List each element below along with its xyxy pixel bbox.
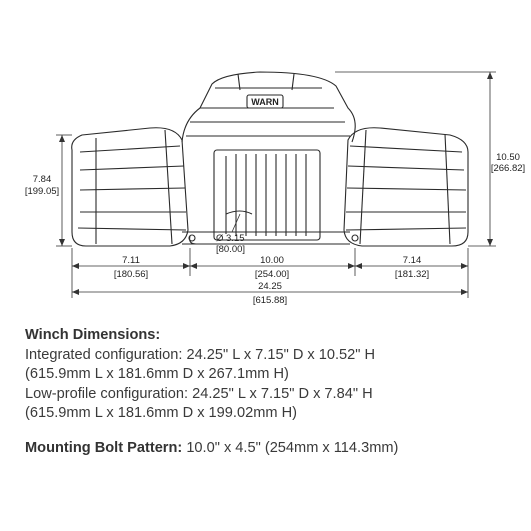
overall-length-in: 24.25: [258, 281, 282, 292]
center-length-in: 10.00: [260, 255, 284, 266]
height-int-in: 10.50: [496, 152, 520, 163]
winch-dimensions-specs: Winch Dimensions: Integrated configurati…: [25, 326, 525, 424]
bolt-pattern-label: Mounting Bolt Pattern:: [25, 440, 183, 456]
spec-line-low-profile-metric: (615.9mm L x 181.6mm D x 199.02mm H): [25, 405, 297, 421]
drum-diameter-in: Ø 3.15: [216, 233, 245, 244]
bolt-pattern-value: 10.0" x 4.5" (254mm x 114.3mm): [182, 440, 399, 456]
control-pack: [181, 71, 356, 143]
left-motor-housing: [71, 127, 189, 247]
height-int-mm: [266.82]: [491, 163, 525, 174]
left-length-in: 7.11: [122, 255, 140, 266]
left-length-mm: [180.56]: [114, 269, 148, 280]
spec-line-integrated: Integrated configuration: 24.25" L x 7.1…: [25, 346, 376, 363]
height-low-mm: [199.05]: [25, 186, 59, 197]
right-gear-housing: [343, 127, 469, 247]
height-low-in: 7.84: [33, 174, 52, 185]
center-length-mm: [254.00]: [255, 269, 289, 280]
spec-line-integrated-metric: (615.9mm L x 181.6mm D x 267.1mm H): [25, 366, 289, 382]
spec-line-low-profile: Low-profile configuration: 24.25" L x 7.…: [25, 385, 373, 402]
right-length-in: 7.14: [403, 255, 422, 266]
mounting-bolt-pattern: Mounting Bolt Pattern: 10.0" x 4.5" (254…: [25, 440, 398, 456]
right-length-mm: [181.32]: [395, 269, 429, 280]
drum-diameter-mm: [80.00]: [216, 244, 245, 255]
overall-length-mm: [615.88]: [253, 295, 287, 306]
cable-drum: [213, 149, 321, 241]
warn-logo-text: WARN: [251, 97, 279, 107]
specs-heading: Winch Dimensions:: [25, 327, 161, 343]
